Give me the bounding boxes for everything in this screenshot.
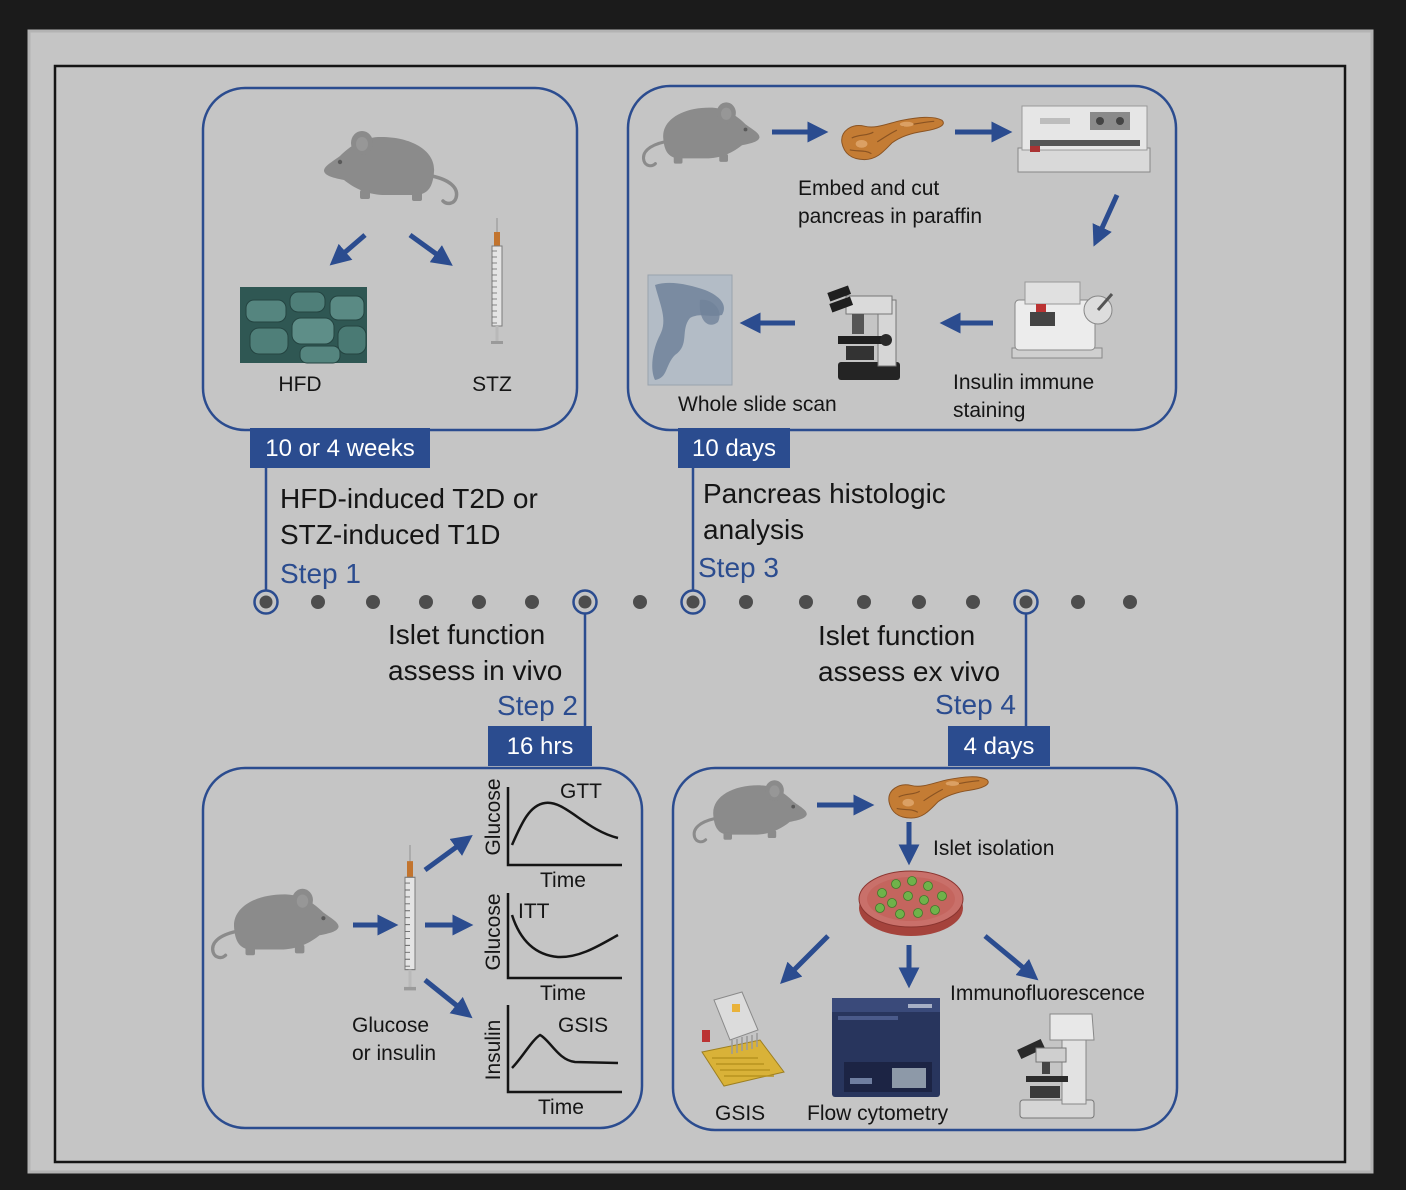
scan-label: Whole slide scan (678, 393, 837, 416)
arrow-icon (329, 233, 367, 266)
gsis-xlabel: Time (538, 1096, 584, 1119)
step-2-label: Step 2 (497, 690, 578, 721)
step-1-label: Step 1 (280, 558, 361, 589)
tag-step-3 (678, 428, 790, 468)
gsis-axes (506, 1005, 622, 1094)
flow-cytometer-icon (832, 998, 940, 1097)
panel-in-vivo: Glucose or insulin Glucose GTT Time Gluc… (201, 766, 644, 1130)
timeline-dot (1123, 595, 1137, 609)
milestone-dot-step-1 (259, 595, 273, 609)
stz-label: STZ (472, 373, 512, 396)
panel-histology-box (626, 84, 1178, 432)
gtt-title: GTT (560, 780, 602, 803)
gtt-plot: Glucose GTT Time (482, 778, 622, 892)
hfd-label: HFD (278, 373, 321, 396)
timeline-dot (472, 595, 486, 609)
embed-label-line-1: Embed and cut (798, 177, 939, 200)
step-2-text-line-1: Islet function (388, 619, 545, 650)
gsis-curve (511, 1033, 619, 1069)
timeline-dot (525, 595, 539, 609)
timeline-dot (799, 595, 813, 609)
panel-model: HFD STZ (201, 86, 579, 432)
islet-isolation-label: Islet isolation (933, 837, 1054, 860)
itt-axes (506, 893, 622, 980)
gsis-title: GSIS (558, 1014, 608, 1037)
timeline-dot (366, 595, 380, 609)
gtt-xlabel: Time (540, 869, 586, 892)
staining-label-line-1: Insulin immune (953, 371, 1094, 394)
pipette-plate-icon (701, 991, 785, 1087)
injection-label-line-1: Glucose (352, 1014, 429, 1037)
gsis-assay-label: GSIS (715, 1102, 765, 1125)
arrow-icon (423, 835, 473, 873)
step-3-label: Step 3 (698, 552, 779, 583)
tag-step-3-text: 10 days (692, 435, 776, 462)
timeline-dot (739, 595, 753, 609)
step-4-text-line-1: Islet function (818, 620, 975, 651)
step-4-label: Step 4 (935, 689, 1016, 720)
panel-histology: Embed and cut pancreas in paraffin Insul… (626, 84, 1178, 432)
timeline-dot (419, 595, 433, 609)
figure-border (53, 64, 1347, 1164)
step-1-text-line-2: STZ-induced T1D (280, 519, 500, 550)
gtt-ylabel: Glucose (482, 778, 505, 855)
slide-scan-icon (647, 274, 733, 386)
flow-cytometry-label: Flow cytometry (807, 1102, 949, 1125)
tag-step-1 (250, 428, 430, 468)
step-1-text-line-1: HFD-induced T2D or (280, 483, 538, 514)
microtome-icon (1011, 281, 1114, 359)
tag-step-2 (488, 726, 592, 766)
gsis-plot: Insulin GSIS Time (482, 1005, 622, 1119)
timeline-dot (633, 595, 647, 609)
staining-label-line-2: staining (953, 399, 1025, 422)
milestone-dot-step-4 (1019, 595, 1033, 609)
timeline-dot (311, 595, 325, 609)
timeline-dot (1071, 595, 1085, 609)
step-2-text-line-2: assess in vivo (388, 655, 562, 686)
milestone-dot-step-2 (578, 595, 592, 609)
microscope-icon (1017, 1013, 1095, 1119)
arrow-icon (780, 934, 830, 984)
tag-step-4-text: 4 days (964, 733, 1035, 760)
panel-ex-vivo-box (671, 766, 1179, 1132)
step-4-text-line-2: assess ex vivo (818, 656, 1000, 687)
itt-xlabel: Time (540, 982, 586, 1005)
itt-ylabel: Glucose (482, 893, 505, 970)
timeline-dot (857, 595, 871, 609)
immunofluorescence-label: Immunofluorescence (950, 982, 1145, 1005)
arrow-icon (423, 978, 473, 1019)
microtome-icon (1017, 105, 1151, 173)
gsis-ylabel: Insulin (482, 1020, 505, 1081)
arrow-icon (1092, 193, 1120, 247)
tag-step-4 (948, 726, 1050, 766)
timeline-dot (966, 595, 980, 609)
hfd-pellets-icon (240, 287, 367, 364)
step-3-text-line-1: Pancreas histologic (703, 478, 946, 509)
timeline: 10 or 4 weeks 10 days 16 hrs 4 days (250, 428, 1137, 766)
step-3-text-line-2: analysis (703, 514, 804, 545)
embed-label-line-2: pancreas in paraffin (798, 205, 982, 228)
microscope-icon (827, 285, 900, 380)
panel-ex-vivo: Islet isolation Immunofluore (671, 766, 1179, 1132)
injection-label-line-2: or insulin (352, 1042, 436, 1065)
itt-plot: Glucose ITT Time (482, 893, 622, 1005)
milestone-dot-step-3 (686, 595, 700, 609)
petri-dish-icon (858, 870, 964, 936)
itt-curve (510, 914, 619, 959)
timeline-dot (912, 595, 926, 609)
tag-step-1-text: 10 or 4 weeks (265, 435, 414, 462)
gtt-curve (510, 801, 619, 846)
gtt-axes (506, 787, 622, 867)
timeline-dots (311, 595, 1137, 609)
panel-in-vivo-box (201, 766, 644, 1130)
tag-step-2-text: 16 hrs (507, 733, 574, 760)
timeline-milestones (253, 589, 1039, 615)
arrow-icon (408, 232, 453, 266)
itt-title: ITT (518, 900, 550, 923)
arrow-icon (983, 934, 1039, 981)
